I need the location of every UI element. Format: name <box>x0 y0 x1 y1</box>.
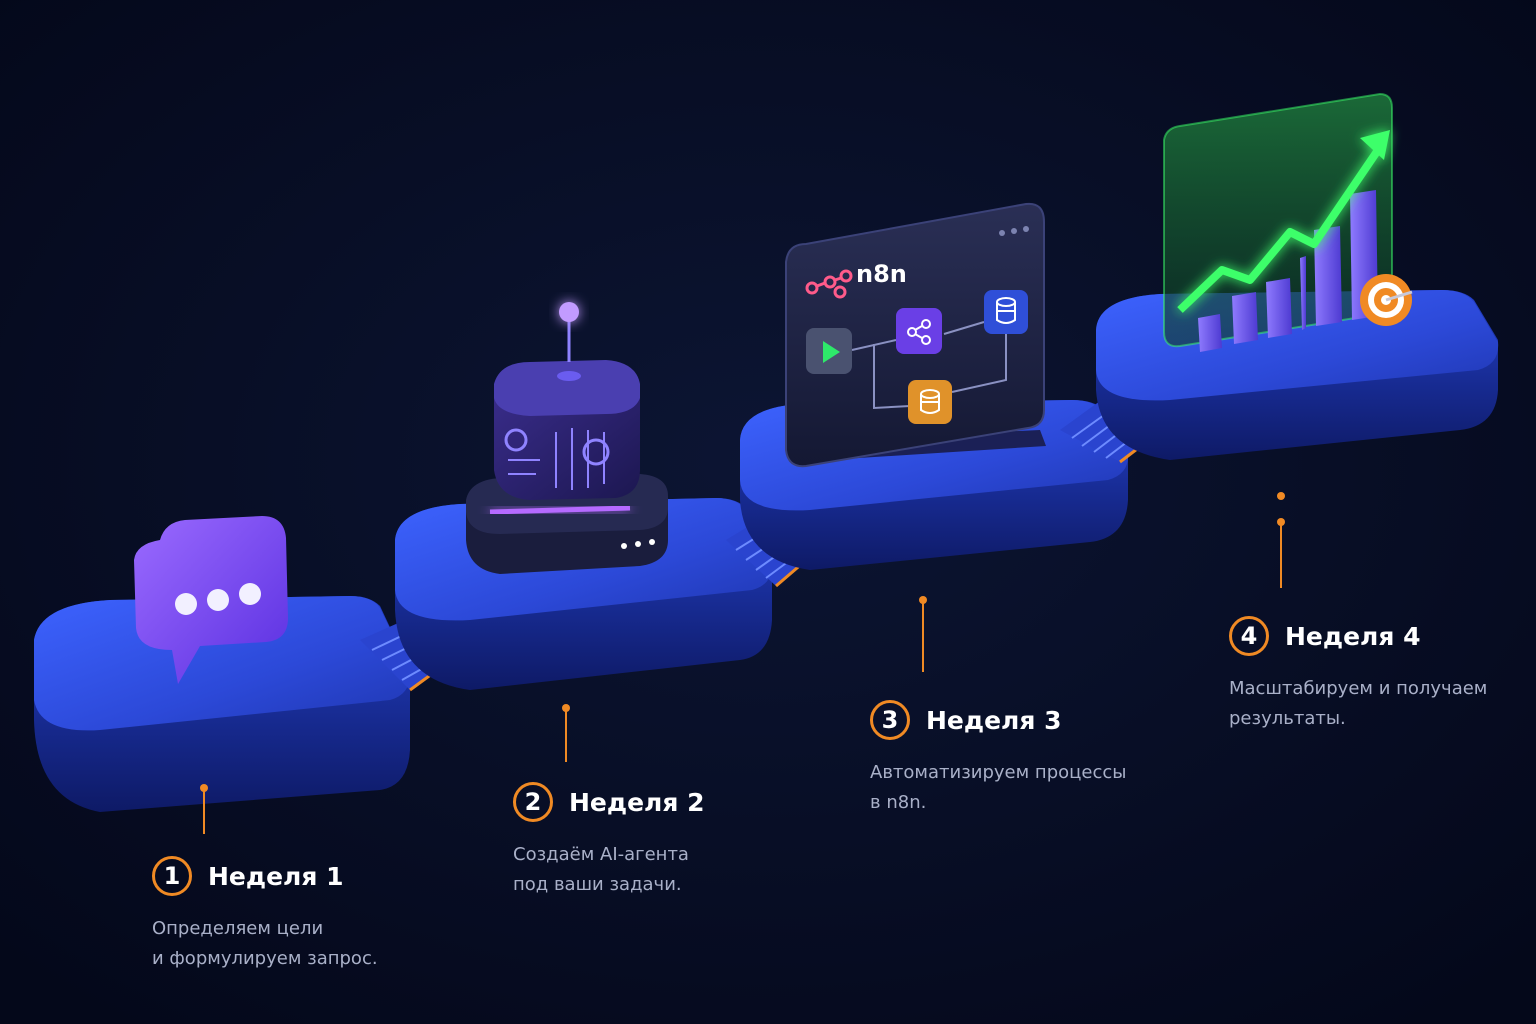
step-3-label: 3 Неделя 3 Автоматизируем процессы в n8n… <box>870 700 1126 818</box>
step-3-description: Автоматизируем процессы в n8n. <box>870 758 1126 818</box>
step-3-number-badge: 3 <box>870 700 910 740</box>
step-4-number-badge: 4 <box>1229 616 1269 656</box>
step-2-desc-line-2: под ваши задачи. <box>513 874 682 895</box>
step-2-description: Создаём AI-агента под ваши задачи. <box>513 840 705 900</box>
step-1-label: 1 Неделя 1 Определяем цели и формулируем… <box>152 856 378 974</box>
target-icon <box>1360 274 1413 326</box>
step-1-description: Определяем цели и формулируем запрос. <box>152 914 378 974</box>
connector-3 <box>919 596 927 672</box>
step-1-title: Неделя 1 <box>208 861 344 891</box>
step-4-description: Масштабируем и получаем результаты. <box>1229 674 1487 734</box>
step-3-title: Неделя 3 <box>926 705 1062 735</box>
platform-1 <box>34 596 411 812</box>
step-2-label: 2 Неделя 2 Создаём AI-агента под ваши за… <box>513 782 705 900</box>
step-4-desc-line-2: результаты. <box>1229 708 1346 729</box>
workflow-screen-icon: n8n <box>785 202 1046 468</box>
growth-chart-icon <box>1163 92 1413 352</box>
step-4-desc-line-1: Масштабируем и получаем <box>1229 678 1488 699</box>
step-4-title: Неделя 4 <box>1285 621 1421 651</box>
ai-cube-icon <box>466 302 668 574</box>
n8n-logo-icon <box>805 269 853 299</box>
step-1-number-badge: 1 <box>152 856 192 896</box>
connector-2 <box>562 704 570 762</box>
connector-4 <box>1277 492 1285 588</box>
connector-1 <box>200 784 208 834</box>
chat-bubble-icon <box>134 516 288 684</box>
step-1-desc-line-2: и формулируем запрос. <box>152 948 378 969</box>
step-3-desc-line-2: в n8n. <box>870 792 927 813</box>
step-1-desc-line-1: Определяем цели <box>152 918 324 939</box>
step-4-label: 4 Неделя 4 Масштабируем и получаем резул… <box>1229 616 1487 734</box>
share-node <box>896 308 942 354</box>
step-2-title: Неделя 2 <box>569 787 705 817</box>
step-2-number-badge: 2 <box>513 782 553 822</box>
step-3-desc-line-1: Автоматизируем процессы <box>870 762 1127 783</box>
chart-bar <box>1198 190 1378 352</box>
trend-arrow <box>1177 147 1382 313</box>
n8n-logo-text: n8n <box>856 260 907 288</box>
step-2-desc-line-1: Создаём AI-агента <box>513 844 689 865</box>
